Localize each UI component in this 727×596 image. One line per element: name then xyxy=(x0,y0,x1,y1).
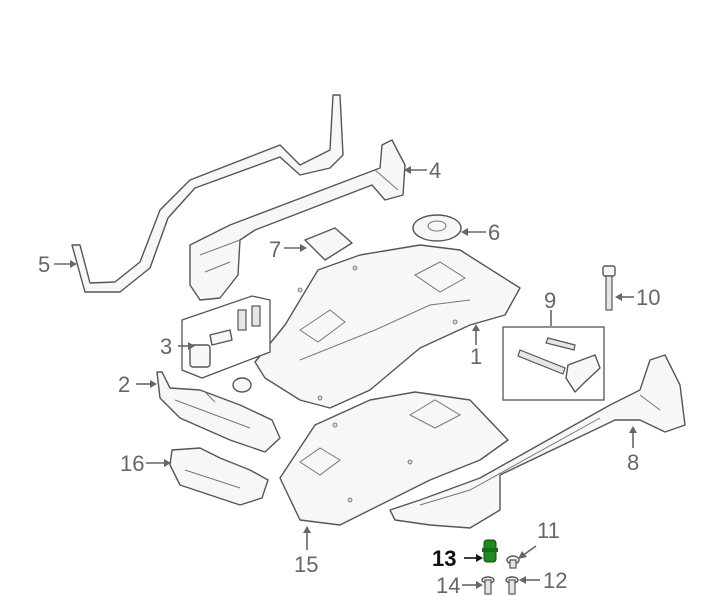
part-15-lower-shield xyxy=(279,391,509,526)
callout-11: 11 xyxy=(537,518,560,543)
callout-1: 1 xyxy=(470,344,482,369)
leader-lines xyxy=(54,166,637,589)
part-12-fastener xyxy=(505,576,519,595)
part-9-kit xyxy=(502,326,605,401)
callout-2: 2 xyxy=(118,372,130,397)
callout-7: 7 xyxy=(269,237,281,262)
callout-5: 5 xyxy=(38,252,50,277)
part-2-deflector xyxy=(156,371,281,453)
part-16-deflector xyxy=(169,447,269,506)
part-14-fastener xyxy=(481,576,495,595)
part-10-bolt xyxy=(602,265,616,311)
callout-6: 6 xyxy=(488,220,500,245)
callout-3: 3 xyxy=(160,334,172,359)
part-8-crossbar xyxy=(389,354,686,529)
callout-16: 16 xyxy=(120,451,144,476)
part-5-rail xyxy=(71,94,344,293)
part-3-kit xyxy=(181,295,271,393)
part-1-splash-shield xyxy=(254,244,521,409)
callout-9: 9 xyxy=(544,288,556,313)
callout-15: 15 xyxy=(294,552,318,577)
callout-4: 4 xyxy=(429,158,441,183)
part-11-clip xyxy=(506,555,520,569)
callout-8: 8 xyxy=(627,450,639,475)
callout-12: 12 xyxy=(543,568,567,593)
callout-10: 10 xyxy=(636,285,660,310)
callout-13: 13 xyxy=(432,546,456,571)
part-4-crossmember xyxy=(189,139,406,301)
part-6-grommet xyxy=(412,214,462,242)
part-7-pad xyxy=(304,227,353,261)
callout-14: 14 xyxy=(436,573,460,596)
part-13-fastener-highlighted xyxy=(482,539,498,563)
